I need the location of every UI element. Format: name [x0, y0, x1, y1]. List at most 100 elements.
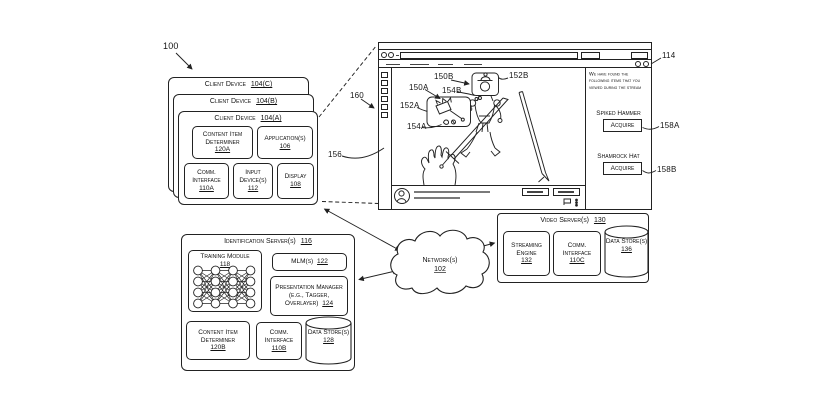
items-panel: [585, 68, 652, 210]
stream-subtitle-placeholder: [414, 197, 460, 199]
stream-title-placeholder: [414, 191, 490, 193]
panel-control-icon[interactable]: [635, 61, 641, 67]
comm-interface-110A: Comm. Interface 110A: [184, 163, 229, 199]
network-label: Network(s): [423, 257, 458, 264]
presentation-manager-124-label: Presentation Manager (e.g., Tagger, Over…: [275, 284, 343, 307]
comm-interface-110C-label: Comm. Interface: [562, 241, 592, 257]
content-item-determiner-120B: Content Item Determiner 120B: [186, 321, 250, 360]
toolbar-square-icon[interactable]: [381, 96, 388, 102]
training-module-118-label: Training Module: [200, 253, 250, 260]
training-module-118-ref: 118: [219, 260, 231, 268]
callout-152A: 152A: [400, 101, 420, 110]
forward-icon[interactable]: [388, 52, 394, 58]
address-input[interactable]: [400, 52, 578, 59]
streaming-engine-132-ref: 132: [521, 257, 532, 265]
applications-106: Application(s) 106: [257, 126, 313, 159]
network-ref: 102: [434, 266, 446, 273]
client-device-104A-label: Client Device: [214, 115, 256, 122]
projection-line-top: [319, 46, 377, 118]
content-item-determiner-120B-ref: 120B: [210, 344, 226, 352]
callout-150A: 150A: [409, 83, 429, 92]
acquire-button-spiked-hammer[interactable]: Acquire: [603, 119, 642, 132]
stream-action-label-placeholder: [527, 191, 543, 193]
display-108: Display 108: [277, 163, 314, 199]
toolbar-square-icon[interactable]: [381, 112, 388, 118]
stream-action-label-placeholder: [558, 191, 574, 193]
address-go-button[interactable]: [581, 52, 600, 59]
client-device-104A-ref: 104(A): [260, 115, 282, 122]
browser-titlebar[interactable]: [378, 42, 652, 50]
acquire-button-shamrock-hat[interactable]: Acquire: [603, 162, 642, 175]
client-device-104C-title: Client Device 104(C): [168, 81, 309, 89]
address-menu-button[interactable]: [631, 52, 648, 59]
mlms-122-ref: 122: [317, 258, 328, 266]
comm-interface-110C: Comm. Interface 110C: [553, 231, 601, 276]
mlms-122: MLM(s) 122: [272, 253, 347, 271]
content-item-determiner-120A-label: Content Item Determiner: [202, 130, 243, 146]
callout-154A: 154A: [407, 122, 427, 131]
identification-server-title: Identification Server(s) 116: [181, 238, 355, 246]
data-store-136-label: Data Store(s): [605, 238, 648, 245]
streaming-engine-132-label: Streaming Engine: [511, 241, 542, 257]
input-devices-112-ref: 112: [247, 184, 259, 192]
network-cloud: Network(s) 102: [391, 230, 490, 293]
applications-106-label: Application(s): [264, 134, 306, 142]
display-108-label: Display: [284, 173, 307, 181]
comm-interface-110B-ref: 110B: [271, 344, 287, 352]
callout-158A: 158A: [660, 121, 680, 130]
callout-152B: 152B: [509, 71, 529, 80]
training-module-118-title: Training Module 118: [188, 253, 262, 269]
callout-154B: 154B: [442, 86, 462, 95]
item-name-spiked-hammer: Spiked Hammer: [596, 110, 641, 117]
toolbar-square-icon[interactable]: [381, 72, 388, 78]
video-server-label: Video Server(s): [540, 217, 589, 224]
menu-item-placeholder[interactable]: [438, 63, 453, 65]
data-store-136: Data Store(s) 136: [605, 238, 648, 254]
content-item-determiner-120A-ref: 120A: [214, 146, 231, 154]
projection-line-bottom: [322, 202, 379, 204]
content-item-determiner-120A: Content Item Determiner 120A: [192, 126, 253, 159]
client-device-104B-ref: 104(B): [256, 98, 278, 105]
callout-158B: 158B: [657, 165, 677, 174]
toolbar-square-icon[interactable]: [381, 88, 388, 94]
client-device-104A-title: Client Device 104(A): [178, 115, 318, 123]
input-devices-112: Input Device(s) 112: [233, 163, 273, 199]
menu-item-placeholder[interactable]: [464, 63, 482, 65]
streaming-engine-132: Streaming Engine 132: [503, 231, 550, 276]
presentation-manager-124-ref: 124: [322, 299, 334, 307]
back-icon[interactable]: [381, 52, 387, 58]
toolbar-square-icon[interactable]: [381, 104, 388, 110]
client-device-104C-ref: 104(C): [250, 81, 273, 88]
browser-menu-row: [378, 60, 652, 68]
callout-160: 160: [350, 91, 364, 100]
browser-sidebar-toolbar: [378, 68, 392, 210]
comm-interface-110A-ref: 110A: [199, 184, 214, 192]
menu-item-placeholder[interactable]: [410, 63, 429, 65]
callout-114: 114: [662, 51, 676, 60]
data-store-136-ref: 136: [621, 245, 632, 253]
client-device-104C-label: Client Device: [204, 81, 246, 88]
data-store-128-label: Data Store(s): [307, 329, 350, 336]
link-network-videoserver: [467, 241, 496, 252]
data-store-128: Data Store(s) 128: [306, 329, 351, 345]
client-device-104B-title: Client Device 104(B): [173, 98, 314, 106]
identification-server-ref: 116: [300, 238, 312, 245]
display-108-ref: 108: [290, 181, 301, 188]
data-store-128-ref: 128: [323, 336, 334, 344]
menu-item-placeholder[interactable]: [386, 63, 400, 65]
content-item-determiner-120B-label: Content Item Determiner: [198, 328, 238, 344]
comm-interface-110B: Comm. Interface 110B: [256, 322, 302, 360]
avatar[interactable]: [393, 188, 410, 204]
callout-156: 156: [328, 150, 342, 159]
client-device-104B-label: Client Device: [209, 98, 252, 105]
link-idserver-network: [358, 268, 399, 282]
browser-address-row: [378, 50, 652, 60]
toolbar-square-icon[interactable]: [381, 80, 388, 86]
comm-interface-110C-ref: 110C: [569, 257, 585, 265]
cloud-shape: [391, 230, 490, 293]
comm-interface-110B-label: Comm. Interface: [264, 329, 294, 345]
panel-control-icon[interactable]: [643, 61, 649, 67]
display-projection-lines: [319, 46, 379, 204]
item-name-shamrock-hat: Shamrock Hat: [597, 153, 640, 160]
